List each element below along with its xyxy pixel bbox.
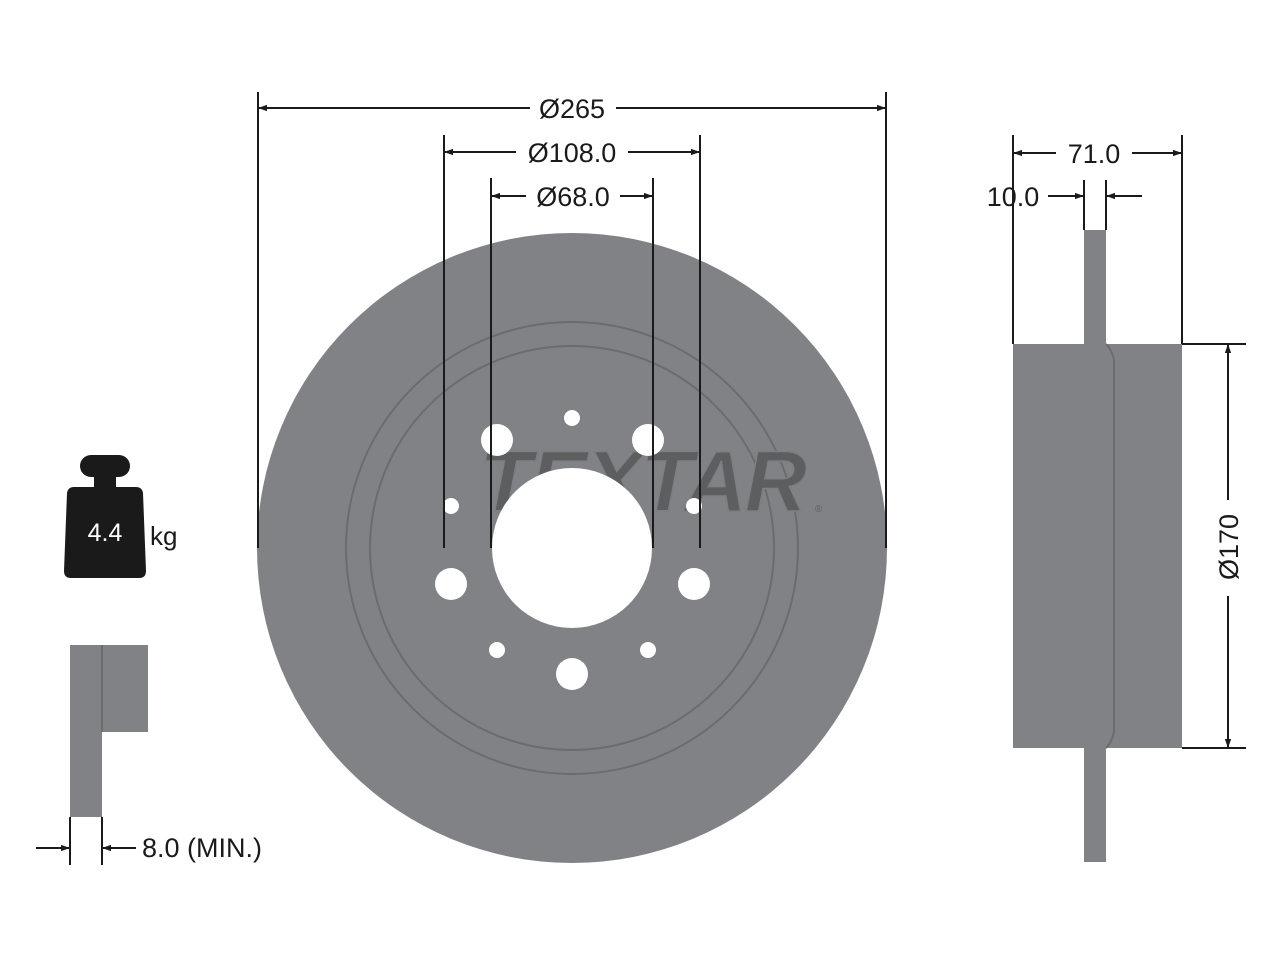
dimension-hat-diameter: Ø170: [1214, 344, 1244, 748]
brand-registered-mark: ®: [815, 504, 823, 515]
dimension-center-bore: Ø68.0: [491, 182, 653, 212]
min-thickness-icon: [36, 645, 148, 865]
hat-section-left: [1013, 344, 1085, 748]
extension-lines-side: [1012, 135, 1246, 749]
bolt-hole: [632, 424, 664, 456]
center-bore: [492, 468, 652, 628]
small-hole: [564, 410, 580, 426]
bolt-hole: [435, 568, 467, 600]
bolt-hole: [556, 658, 588, 690]
bolt-circle-label: Ø108.0: [528, 138, 617, 168]
dimension-bolt-circle: Ø108.0: [444, 138, 700, 168]
disc-side-view: [1013, 230, 1182, 862]
min-thickness-label: 8.0 (MIN.): [142, 833, 262, 863]
outer-diameter-label: Ø265: [539, 94, 605, 124]
bolt-hole: [678, 568, 710, 600]
dimension-outer-diameter: Ø265: [258, 94, 886, 124]
hat-edge: [369, 345, 775, 751]
weight-unit: kg: [150, 521, 177, 551]
small-hole: [443, 498, 459, 514]
disc-thickness-label: 10.0: [987, 182, 1040, 212]
dimension-overall-height: 71.0: [1013, 139, 1182, 169]
bolt-hole: [481, 424, 513, 456]
center-bore-label: Ø68.0: [536, 182, 610, 212]
small-hole: [640, 642, 656, 658]
dimension-disc-thickness: 10.0: [987, 182, 1142, 212]
hat-section-right: [1117, 344, 1182, 748]
weight-icon: 4.4: [64, 455, 146, 578]
extension-lines-front: [257, 92, 887, 548]
friction-ring-edge: [345, 321, 799, 775]
overall-height-label: 71.0: [1068, 139, 1121, 169]
weight-value: 4.4: [88, 519, 123, 547]
small-hole: [489, 642, 505, 658]
disc-front-view: TEXTAR ®: [257, 233, 887, 863]
small-hole: [686, 498, 702, 514]
hub-transition: [1106, 344, 1117, 748]
friction-ring-section: [1084, 230, 1106, 862]
hat-diameter-label: Ø170: [1214, 514, 1244, 580]
